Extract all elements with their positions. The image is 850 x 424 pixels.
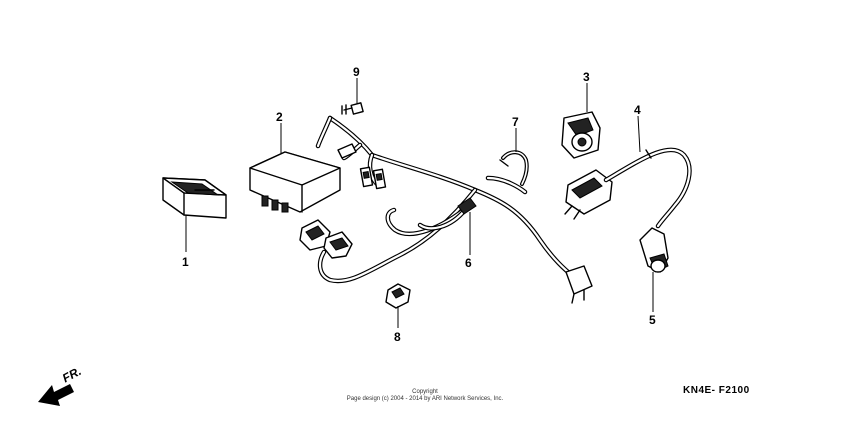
leader-lines [185, 78, 654, 328]
copyright-notice: Page design (c) 2004 - 2014 by ARI Netwo… [346, 396, 504, 402]
diagram-code: KN4E- F2100 [683, 385, 750, 396]
copyright-heading: Copyright [412, 389, 438, 395]
part-6-wire-harness[interactable] [299, 115, 593, 304]
callout-1: 1 [182, 255, 189, 269]
callout-6: 6 [465, 256, 472, 270]
part-2-cdi-unit[interactable] [249, 151, 341, 213]
part-3-rubber-mount[interactable] [561, 111, 601, 159]
callout-5: 5 [649, 313, 656, 327]
callout-2: 2 [276, 110, 283, 124]
part-5-spark-plug-cap[interactable] [639, 227, 669, 273]
part-8-clamp[interactable] [385, 283, 411, 309]
part-1-cover-box[interactable] [162, 177, 227, 219]
callout-9: 9 [353, 65, 360, 79]
callout-3: 3 [583, 70, 590, 84]
part-4-ignition-coil[interactable] [564, 147, 692, 229]
part-9-bolt[interactable] [341, 102, 364, 115]
callout-8: 8 [394, 330, 401, 344]
callout-4: 4 [634, 103, 641, 117]
callout-7: 7 [512, 115, 519, 129]
front-direction-arrow-icon [38, 384, 74, 406]
part-7-wire-clip[interactable] [499, 150, 529, 186]
